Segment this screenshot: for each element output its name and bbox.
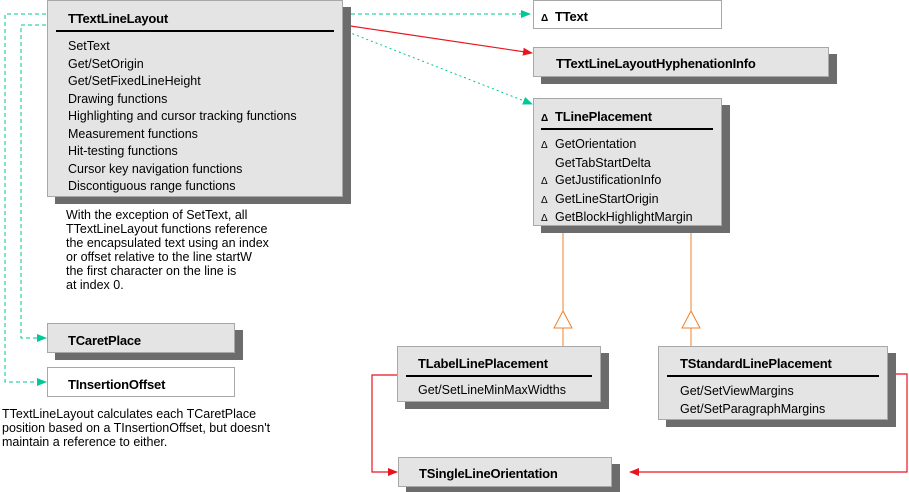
abstract-marker-icon: Δ: [541, 176, 548, 187]
class-tinsertionoffset[interactable]: TInsertionOffset: [47, 367, 235, 397]
abstract-marker-icon: Δ: [541, 13, 548, 24]
member-item: Discontiguous range functions: [68, 179, 236, 193]
link-ttextlinelayout-to-tlineplacement: [342, 29, 533, 105]
abstract-marker-icon: Δ: [541, 213, 548, 224]
member-item: Get/SetViewMargins: [680, 384, 794, 398]
member-item: SetText: [68, 39, 110, 53]
member-item: Get/SetOrigin: [68, 56, 144, 71]
member-item: Highlighting and cursor tracking functio…: [68, 109, 297, 123]
member-item: Measurement functions: [68, 126, 198, 141]
class-tlabellineplacement[interactable]: TLabelLinePlacement Get/SetLineMinMaxWid…: [397, 346, 601, 402]
link-tstandard-to-tsingleline: [629, 373, 908, 476]
class-title: TTextLineLayoutHyphenationInfo: [556, 56, 756, 71]
abstract-marker-icon: Δ: [541, 113, 548, 124]
class-tsinglelineorientation[interactable]: TSingleLineOrientation: [398, 457, 612, 487]
member-item: GetTabStartDelta: [555, 155, 651, 170]
index-note: With the exception of SetText, all TText…: [66, 208, 269, 292]
member-item: Get/SetFixedLineHeight: [68, 74, 201, 88]
link-ttextlinelayout-to-hyphenation: [336, 23, 533, 56]
class-title: TLabelLinePlacement: [418, 356, 548, 371]
link-ttextlinelayout-to-tinsertionoffset: [4, 13, 47, 386]
class-title: TStandardLinePlacement: [680, 356, 832, 371]
class-tstandardlineplacement[interactable]: TStandardLinePlacement Get/SetViewMargin…: [658, 346, 888, 420]
member-list: Get/SetLineMinMaxWidths: [418, 382, 566, 400]
abstract-marker-icon: Δ: [541, 140, 548, 151]
class-title: TInsertionOffset: [68, 377, 166, 392]
class-title: TSingleLineOrientation: [419, 466, 558, 481]
title-divider: [667, 375, 879, 377]
class-tcaretplace[interactable]: TCaretPlace: [47, 323, 235, 353]
link-ttextlinelayout-to-tcaretplace: [20, 24, 47, 342]
member-item: Get/SetLineMinMaxWidths: [418, 383, 566, 397]
class-ttextlinelayout[interactable]: TTextLineLayout SetText Get/SetOrigin Ge…: [47, 0, 343, 197]
member-list: SetText Get/SetOrigin Get/SetFixedLineHe…: [68, 38, 297, 196]
inherit-tlabel-from-tlineplacement: [553, 226, 573, 346]
member-item: Get/SetParagraphMargins: [680, 401, 826, 416]
class-title: TTextLineLayout: [68, 11, 169, 26]
class-title: TCaretPlace: [68, 333, 141, 348]
title-divider: [541, 128, 713, 130]
abstract-marker-icon: Δ: [541, 194, 548, 206]
member-list: Get/SetViewMargins Get/SetParagraphMargi…: [680, 383, 825, 418]
title-divider: [56, 30, 334, 32]
link-tlabel-to-tsingleline: [371, 374, 398, 476]
class-ttextlinelayouthyphenationinfo[interactable]: TTextLineLayoutHyphenationInfo: [533, 47, 829, 77]
inherit-tstandard-from-tlineplacement: [681, 226, 701, 346]
title-divider: [406, 375, 592, 377]
caret-note: TTextLineLayout calculates each TCaretPl…: [2, 407, 271, 449]
member-item: Cursor key navigation functions: [68, 161, 243, 176]
member-item: Hit-testing functions: [68, 144, 178, 158]
member-item: Drawing functions: [68, 91, 168, 106]
